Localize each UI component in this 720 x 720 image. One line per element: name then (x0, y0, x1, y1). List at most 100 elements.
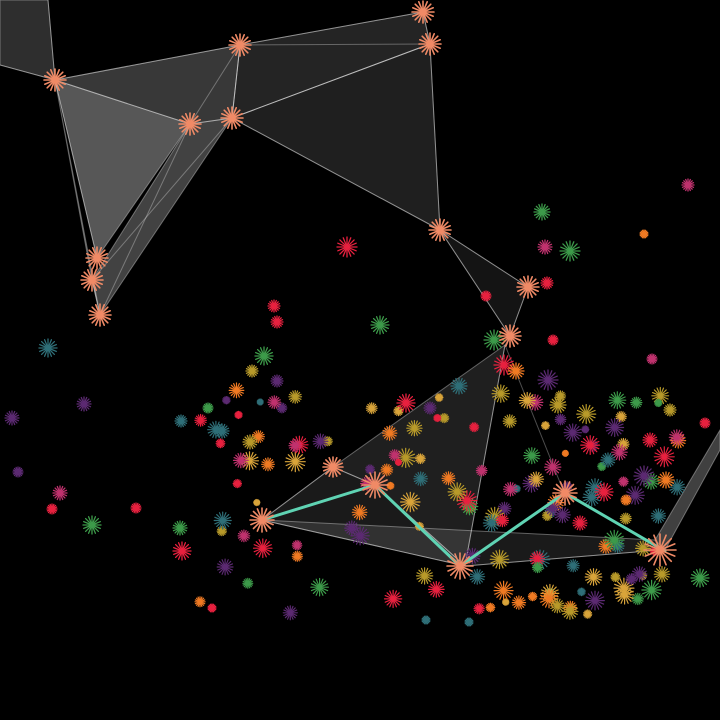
mesh-edge (261, 466, 334, 521)
scatter-star (464, 617, 474, 627)
scatter-star (582, 609, 593, 619)
scatter-star (207, 603, 217, 613)
scatter-star (441, 471, 456, 486)
mesh-facet (0, 0, 56, 81)
mesh-edge (47, 0, 56, 81)
translucent-mesh-layer (0, 0, 720, 567)
scatter-star (690, 568, 710, 588)
scatter-star (650, 508, 667, 524)
scatter-star (473, 602, 485, 615)
scatter-star (502, 414, 517, 429)
scatter-star (544, 500, 561, 517)
scatter-star (413, 471, 428, 487)
scatter-star (216, 558, 234, 576)
scatter-star (365, 402, 378, 415)
scatter-star (312, 433, 329, 450)
scatter-star (38, 338, 58, 358)
scatter-star (630, 396, 643, 409)
scatter-star (619, 512, 632, 525)
scatter-star (351, 504, 368, 521)
scatter-star (434, 393, 444, 402)
scatter-star (610, 443, 628, 461)
scatter-star (388, 449, 401, 462)
scatter-star (646, 353, 658, 365)
scattered-star-markers (4, 178, 711, 627)
graph-node (322, 456, 344, 478)
mesh-edge (54, 79, 98, 259)
scatter-star (631, 592, 645, 606)
mesh-facet (230, 43, 441, 231)
mesh-edge (231, 43, 431, 119)
scatter-star (228, 382, 245, 399)
scatter-star (642, 432, 658, 448)
scatter-star (618, 476, 629, 487)
scatter-star (344, 520, 360, 536)
scatter-star (613, 577, 635, 599)
scatter-star (544, 458, 562, 476)
scatter-star (615, 410, 627, 423)
scatter-star (576, 404, 597, 425)
scatter-star (447, 482, 467, 502)
scatter-star (584, 568, 603, 586)
scatter-star (288, 390, 303, 404)
scatter-star (216, 525, 227, 537)
scatter-star (582, 488, 601, 507)
scatter-star (533, 203, 551, 221)
graph-node (498, 324, 522, 348)
mesh-facet (54, 79, 191, 260)
scatter-star (394, 458, 403, 466)
mesh-edge (239, 11, 424, 46)
scatter-star (450, 377, 468, 395)
mesh-edge (91, 117, 233, 281)
scatter-star (507, 362, 525, 380)
scatter-star (469, 568, 486, 585)
mesh-edge (439, 229, 511, 337)
scatter-star (383, 589, 403, 609)
scatter-star (415, 453, 426, 465)
graph-node (80, 268, 104, 292)
scatter-star (213, 511, 232, 530)
scatter-star (553, 506, 571, 524)
scatter-star (291, 539, 303, 551)
scatter-star (639, 229, 649, 239)
scatter-star (245, 364, 259, 378)
scatter-star (620, 494, 632, 506)
scatter-star (270, 374, 284, 388)
scatter-star (12, 466, 24, 478)
mesh-edge (231, 44, 241, 119)
scatter-star (497, 501, 512, 516)
scatter-star (194, 596, 206, 608)
graph-node (228, 33, 252, 57)
scatter-star (559, 240, 581, 262)
scatter-star (561, 449, 570, 457)
scatter-star (174, 414, 188, 428)
graph-node (411, 0, 435, 24)
scatter-star (554, 413, 567, 426)
mesh-edge (231, 117, 441, 231)
scatter-star (381, 425, 398, 441)
scatter-star (502, 598, 510, 606)
scatter-star (518, 391, 536, 409)
graph-node (220, 106, 244, 130)
scatter-star (400, 491, 421, 513)
scatter-star (267, 395, 282, 410)
scatter-star (396, 393, 416, 413)
scatter-star (261, 457, 275, 472)
scatter-star (503, 481, 518, 497)
mesh-facet (439, 229, 529, 338)
mesh-edge (464, 344, 506, 567)
scatter-star (232, 478, 242, 489)
scatter-star (234, 410, 243, 420)
graph-nodes (43, 0, 677, 580)
graph-node (85, 246, 109, 270)
scatter-star (610, 571, 621, 583)
scatter-star (549, 598, 565, 614)
scatter-star (76, 396, 92, 412)
scatter-star (423, 401, 437, 415)
graph-node (178, 112, 202, 136)
scatter-star (547, 334, 559, 346)
graph-node (361, 471, 389, 499)
graph-node (249, 507, 275, 533)
scatter-star (282, 605, 298, 621)
mesh-edge (239, 43, 431, 46)
